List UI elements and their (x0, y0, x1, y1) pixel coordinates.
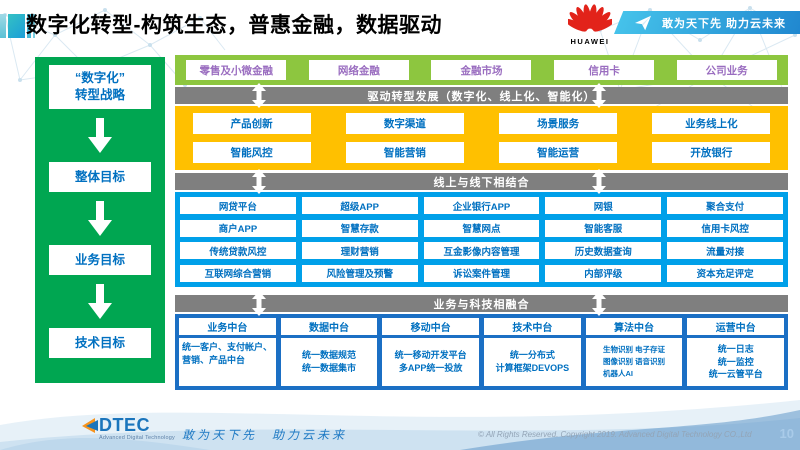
down-arrow-icon (88, 201, 112, 236)
business-line: 零售及小微金融 (186, 60, 287, 80)
capability: 产品创新 (192, 113, 311, 135)
platform-title: 业务中台 (179, 318, 276, 335)
application: 资本充足评定 (667, 264, 783, 282)
platform-column: 运营中台 统一日志 统一监控 统一云管平台 (687, 318, 785, 386)
dtec-subtitle: Advanced Digital Technology (99, 435, 175, 441)
sidebar-item-strategy: “数字化” 转型战略 (49, 65, 151, 109)
banner-drive-transform: 驱动转型发展（数字化、线上化、智能化） (175, 83, 788, 108)
sidebar-item-overall-goal: 整体目标 (49, 162, 151, 192)
platform-title: 移动中台 (382, 318, 480, 335)
application: 互金影像内容管理 (423, 242, 540, 260)
page-number: 10 (779, 426, 794, 441)
application: 超级APP (301, 197, 418, 214)
capability: 场景服务 (499, 113, 618, 135)
huawei-flower-icon (564, 4, 616, 32)
paper-plane-icon (635, 15, 651, 30)
banner-text: 线上与线下相结合 (433, 176, 530, 189)
application: 智能客服 (545, 219, 662, 237)
double-arrow-icon (591, 169, 606, 194)
platform-content: 统一数据规范 统一数据集市 (280, 338, 378, 386)
strategy-sidebar: “数字化” 转型战略 整体目标 业务目标 技术目标 (35, 57, 165, 383)
down-arrow-icon (88, 284, 112, 319)
middle-platforms-band: 业务中台 统一客户、支付帐户、营销、产品中台 数据中台 统一数据规范 统一数据集… (175, 314, 788, 390)
capability: 开放银行 (652, 141, 771, 163)
dtec-logo: DTEC Advanced Digital Technology (82, 416, 175, 441)
down-arrow-icon (88, 118, 112, 153)
dtec-arrow-icon (82, 418, 98, 433)
application: 网贷平台 (180, 197, 296, 214)
capability: 数字渠道 (345, 113, 464, 135)
platform-column: 技术中台 统一分布式 计算框架DEVOPS (484, 318, 581, 386)
capability: 智能运营 (499, 141, 618, 163)
title-accent-bars (0, 14, 37, 38)
double-arrow-icon (251, 83, 266, 108)
header-slogan-text: 敢为天下先 助力云未来 (662, 17, 787, 30)
banner-online-offline: 线上与线下相结合 (175, 169, 788, 194)
capability: 智能营销 (345, 141, 464, 163)
dtec-wordmark: DTEC (99, 415, 150, 435)
copyright-text: © All Rights Reserved. Copyright 2019. A… (478, 430, 752, 439)
business-line: 金融市场 (431, 60, 532, 80)
platform-content: 统一移动开发平台 多APP统一投放 (382, 338, 480, 386)
platform-title: 数据中台 (280, 318, 378, 335)
platform-content: 统一分布式 计算框架DEVOPS (484, 338, 581, 386)
platform-title: 运营中台 (687, 318, 785, 335)
business-lines-band: 零售及小微金融 网络金融 金融市场 信用卡 公司业务 (175, 55, 788, 85)
platform-content: 生物识别 电子存证 图像识别 语音识别 机器人AI (585, 338, 683, 386)
application: 理财营销 (301, 242, 418, 260)
platform-column: 业务中台 统一客户、支付帐户、营销、产品中台 (179, 318, 276, 386)
application: 智慧网点 (423, 219, 540, 237)
architecture-panel: 零售及小微金融 网络金融 金融市场 信用卡 公司业务 驱动转型发展（数字化、线上… (175, 55, 788, 390)
business-line: 公司业务 (676, 60, 777, 80)
header-slogan-content: 敢为天下先 助力云未来 (618, 11, 800, 34)
footer-slogan: 敢为天下先 助力云未来 (182, 428, 348, 442)
platform-column: 数据中台 统一数据规范 统一数据集市 (280, 318, 378, 386)
capability: 智能风控 (192, 141, 311, 163)
application: 聚合支付 (667, 197, 783, 214)
application: 网银 (545, 197, 662, 214)
application: 信用卡风控 (667, 219, 783, 237)
banner-text: 业务与科技相融合 (433, 298, 530, 311)
platform-column: 移动中台 统一移动开发平台 多APP统一投放 (382, 318, 480, 386)
business-line: 网络金融 (308, 60, 409, 80)
banner-biz-tech-fusion: 业务与科技相融合 (175, 291, 788, 316)
capability: 业务线上化 (652, 113, 771, 135)
double-arrow-icon (251, 169, 266, 194)
platform-title: 算法中台 (585, 318, 683, 335)
application: 商户APP (180, 219, 296, 237)
digital-capabilities-band: 产品创新 数字渠道 场景服务 业务线上化 智能风控 智能营销 智能运营 开放银行 (175, 106, 788, 170)
application: 诉讼案件管理 (423, 264, 540, 282)
platform-content: 统一日志 统一监控 统一云管平台 (687, 338, 785, 386)
application: 企业银行APP (423, 197, 540, 214)
business-line: 信用卡 (554, 60, 655, 80)
page-title: 数字化转型-构筑生态，普惠金融，数据驱动 (26, 14, 442, 37)
application: 风险管理及预警 (301, 264, 418, 282)
platform-column: 算法中台 生物识别 电子存证 图像识别 语音识别 机器人AI (585, 318, 683, 386)
huawei-wordmark: HUAWEI (570, 37, 610, 46)
application: 智慧存款 (301, 219, 418, 237)
application: 互联网综合营销 (180, 264, 296, 282)
platform-title: 技术中台 (484, 318, 581, 335)
banner-text: 驱动转型发展（数字化、线上化、智能化） (367, 90, 596, 103)
platform-content: 统一客户、支付帐户、营销、产品中台 (179, 338, 276, 386)
application-matrix-band: 网贷平台 超级APP 企业银行APP 网银 聚合支付 商户APP 智慧存款 智慧… (175, 192, 788, 287)
application: 流量对接 (667, 242, 783, 260)
application: 历史数据查询 (545, 242, 662, 260)
application: 内部评级 (545, 264, 662, 282)
huawei-logo: HUAWEI (564, 3, 616, 46)
sidebar-item-tech-goal: 技术目标 (49, 328, 151, 358)
double-arrow-icon (591, 83, 606, 108)
double-arrow-icon (591, 291, 606, 316)
sidebar-item-business-goal: 业务目标 (49, 245, 151, 275)
application: 传统贷款风控 (180, 242, 296, 260)
double-arrow-icon (251, 291, 266, 316)
